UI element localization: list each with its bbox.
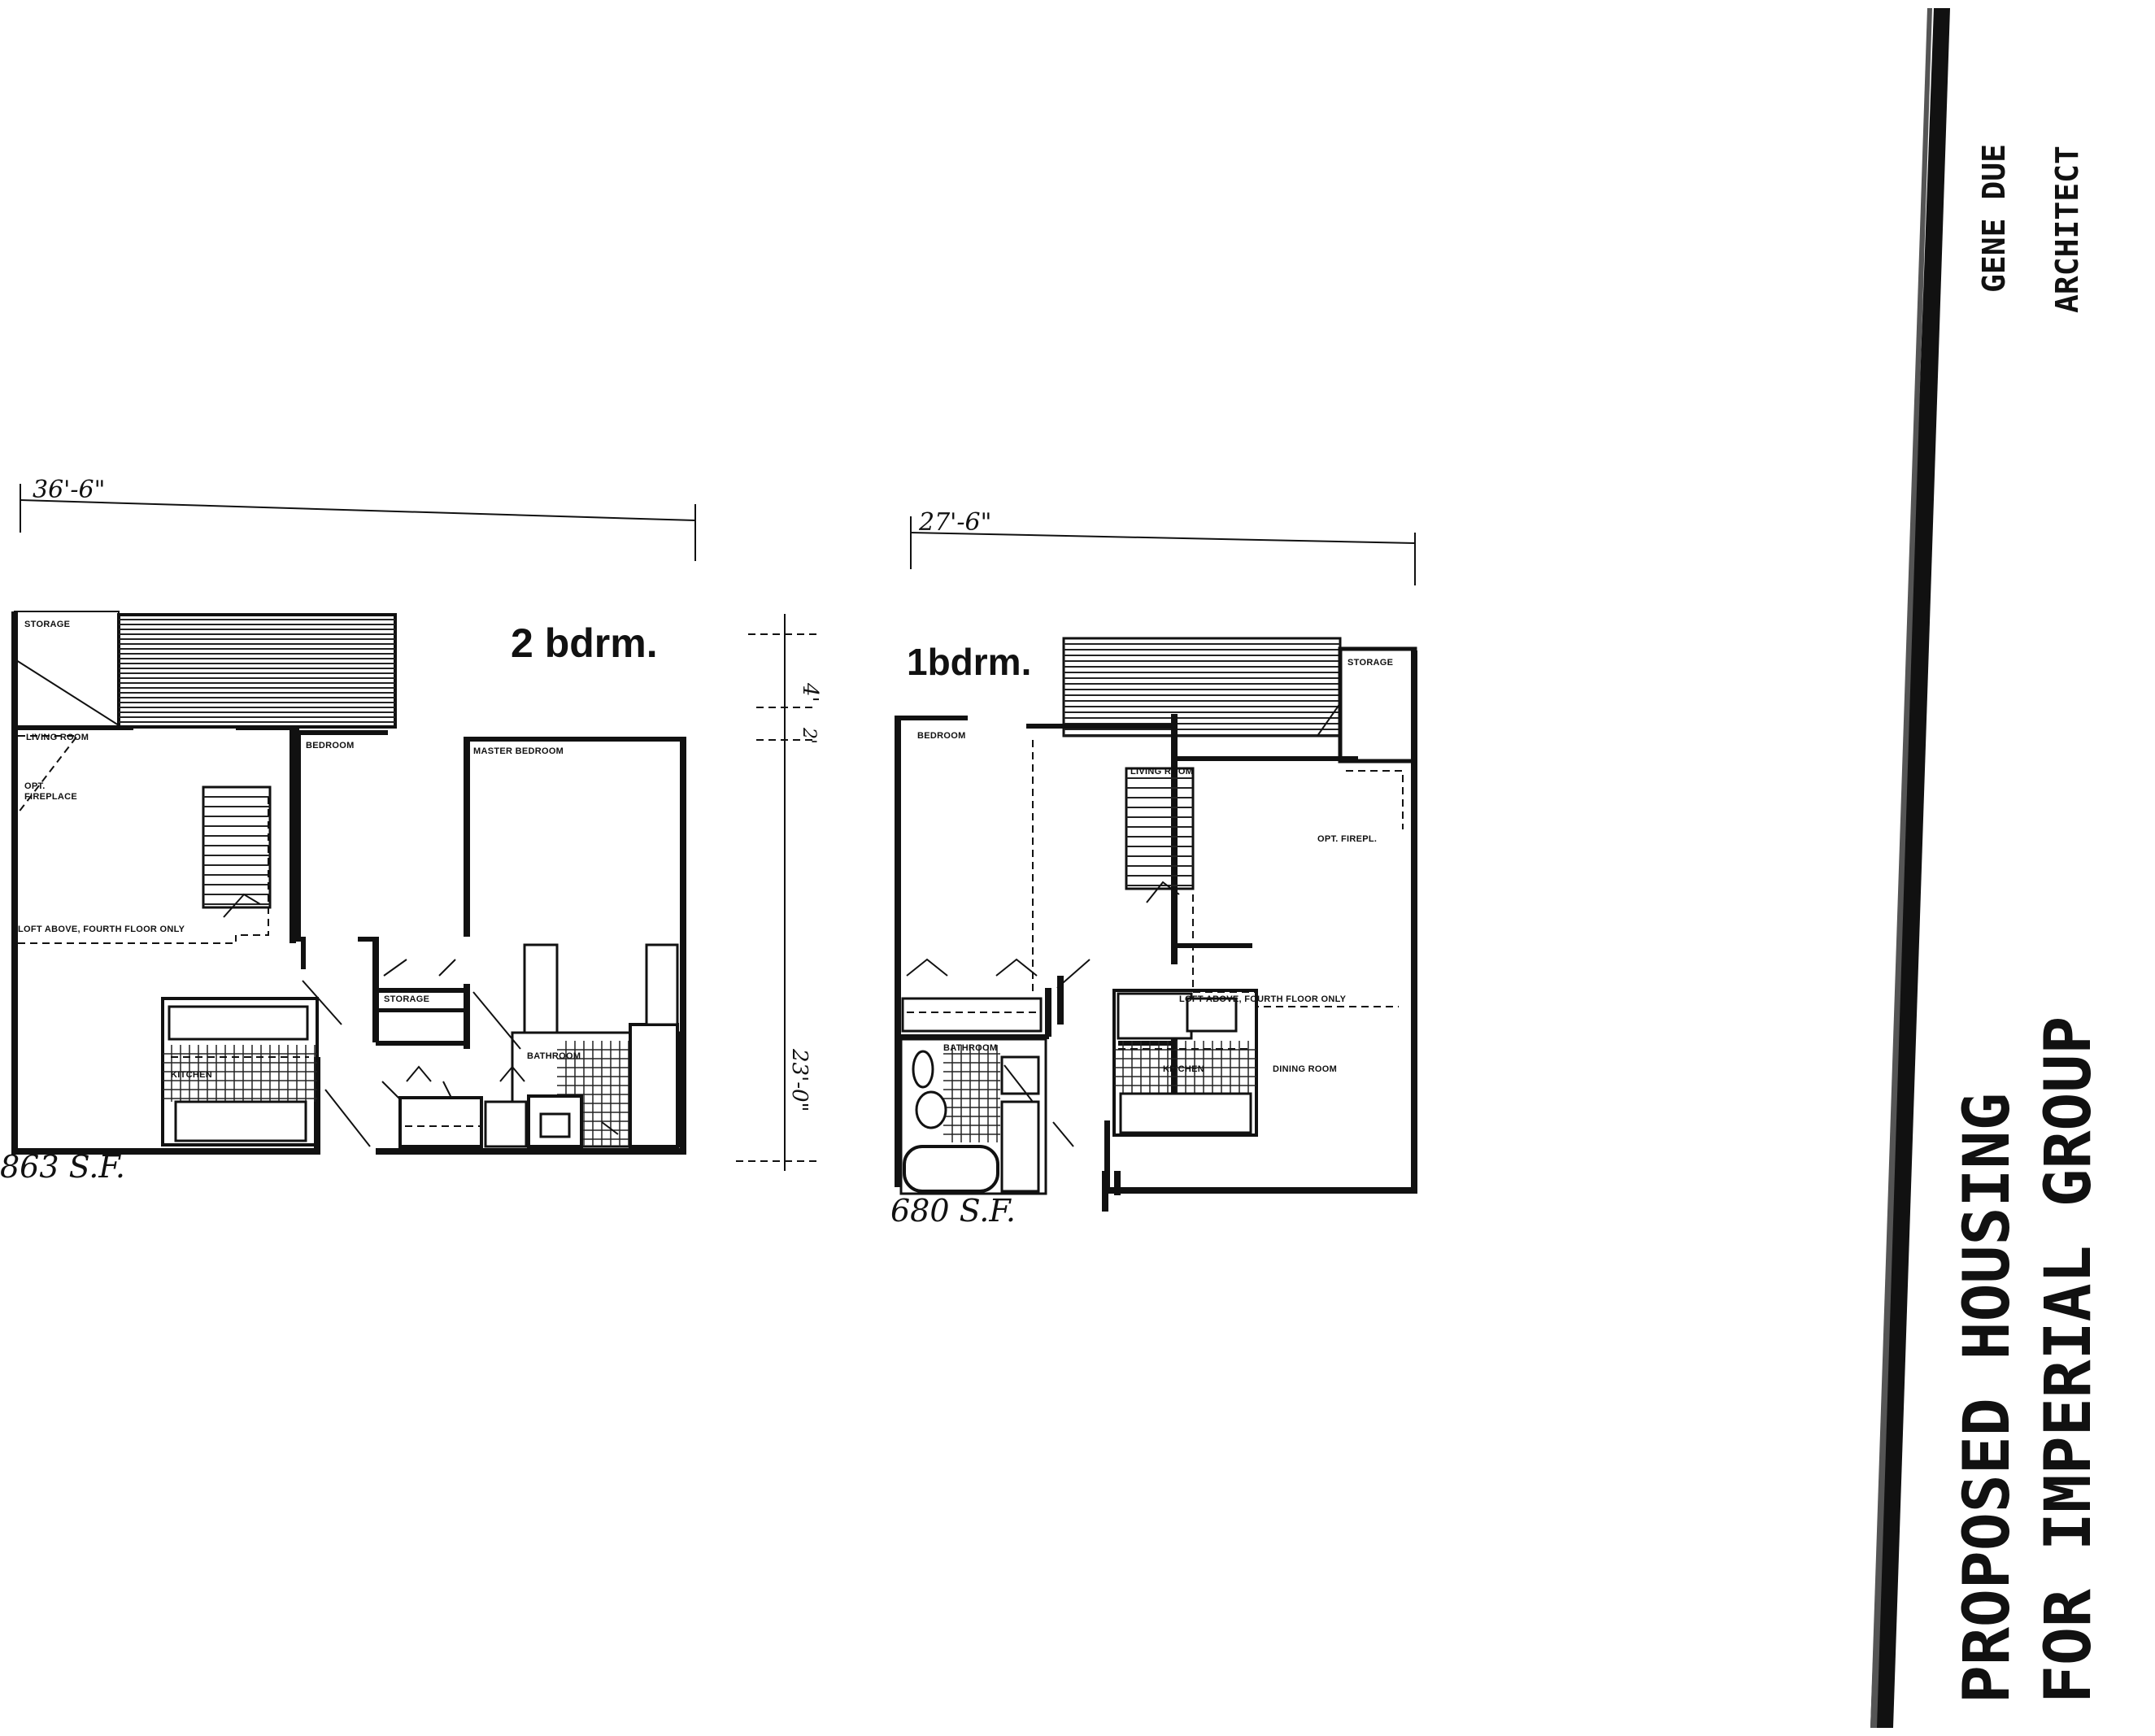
bottom-cabinets-2br bbox=[324, 1065, 583, 1148]
plan-1br: 27'-6" bbox=[890, 508, 1417, 1229]
room-label-kitchen-1br: KITCHEN bbox=[1163, 1064, 1204, 1074]
architect-title: ARCHITECT bbox=[2049, 146, 2085, 313]
room-label-closet-2br: STORAGE bbox=[384, 994, 429, 1004]
stairs-2br bbox=[202, 785, 272, 936]
bathroom-2br bbox=[472, 943, 681, 1148]
width-dimension-label-2br: 36'-6" bbox=[33, 476, 105, 504]
balcony-storage-2br bbox=[14, 611, 397, 729]
title-block: PROPOSED HOUSING FOR IMPERIAL GROUP GENE… bbox=[1870, 8, 2105, 1728]
room-label-fireplace-2br: FIREPLACE bbox=[24, 792, 77, 802]
room-label-storage-2br: STORAGE bbox=[24, 620, 70, 629]
bathroom-1br bbox=[899, 1038, 1074, 1195]
room-label-bedroom-2br: BEDROOM bbox=[306, 741, 355, 751]
room-label-bedroom-1br: BEDROOM bbox=[917, 731, 966, 741]
room-label-dining-1br: DINING ROOM bbox=[1273, 1064, 1337, 1074]
bedroom-block-1br bbox=[895, 716, 1171, 1187]
balcony-storage-1br bbox=[1062, 637, 1417, 764]
area-2br: 863 S.F. bbox=[0, 1149, 125, 1185]
room-label-living-2br: LIVING ROOM bbox=[26, 733, 89, 742]
kitchen-1br bbox=[1112, 989, 1258, 1137]
stairs-1br bbox=[1125, 767, 1399, 1007]
room-label-loft-1br: LOFT ABOVE, FOURTH FLOOR ONLY bbox=[1179, 994, 1347, 1004]
room-label-loft-2br: LOFT ABOVE, FOURTH FLOOR ONLY bbox=[18, 925, 185, 934]
architect-name: GENE DUE bbox=[1976, 144, 2012, 293]
kitchen-2br bbox=[161, 997, 319, 1146]
room-label-bathroom-2br: BATHROOM bbox=[527, 1051, 581, 1061]
width-dimension-2br: 36'-6" bbox=[20, 476, 696, 561]
width-dimension-label-1br: 27'-6" bbox=[918, 508, 991, 537]
room-label-living-1br: LIVING ROOM bbox=[1130, 767, 1193, 777]
area-1br: 680 S.F. bbox=[890, 1193, 1016, 1229]
dim-depth: 23'-0" bbox=[787, 1048, 812, 1112]
plan-2br: 36'-6" bbox=[0, 476, 696, 1185]
room-label-storage-1br: STORAGE bbox=[1347, 658, 1393, 668]
closet-2br bbox=[302, 959, 464, 1107]
room-label-opt-2br: OPT. bbox=[24, 781, 46, 791]
dim-balcony: 4' bbox=[798, 682, 822, 703]
room-label-opt-fireplace-1br: OPT. FIREPL. bbox=[1317, 834, 1377, 844]
room-label-kitchen-2br: KITCHEN bbox=[171, 1070, 212, 1080]
room-label-master-bedroom-2br: MASTER BEDROOM bbox=[473, 746, 564, 756]
opt-fireplace-2br bbox=[17, 735, 80, 814]
unit-type-1br: 1bdrm. bbox=[907, 641, 1031, 683]
opt-fireplace-1br bbox=[1346, 770, 1404, 829]
room-label-bathroom-1br: BATHROOM bbox=[943, 1043, 997, 1053]
vertical-dimension: 4' 2' 23'-0" bbox=[736, 614, 822, 1171]
title-line-2: FOR IMPERIAL GROUP bbox=[2032, 1016, 2105, 1703]
loft-line-2br bbox=[18, 935, 237, 944]
dim-offset: 2' bbox=[799, 727, 819, 744]
unit-type-2br: 2 bdrm. bbox=[511, 620, 658, 666]
width-dimension-1br: 27'-6" bbox=[910, 508, 1416, 585]
title-line-1: PROPOSED HOUSING bbox=[1951, 1093, 2024, 1703]
